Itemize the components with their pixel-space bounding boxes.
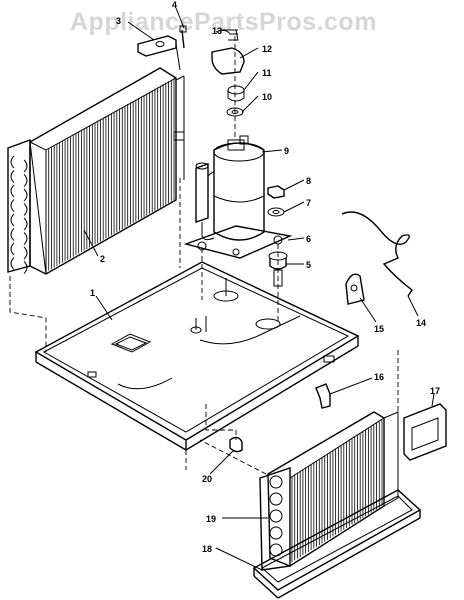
condenser-coil-drawing bbox=[7, 67, 185, 275]
condenser-tube-bend bbox=[23, 188, 28, 202]
callout-14: 14 bbox=[416, 318, 426, 328]
condenser-tube-bend bbox=[23, 203, 28, 216]
nut-washer-drawing bbox=[267, 185, 285, 217]
condenser-tube-bend bbox=[10, 170, 15, 183]
callout-5: 5 bbox=[306, 260, 311, 270]
drain-pan-drawing bbox=[252, 489, 422, 599]
terminal-cover-stack-drawing bbox=[211, 29, 245, 140]
callout-16: 16 bbox=[374, 372, 384, 382]
callout-10: 10 bbox=[262, 92, 272, 102]
callout-4: 4 bbox=[172, 0, 177, 10]
evaporator-coil-drawing bbox=[259, 411, 399, 571]
compressor-drawing bbox=[183, 135, 293, 259]
callout-2: 2 bbox=[100, 254, 105, 264]
tube-support-drawing bbox=[345, 273, 365, 305]
condenser-tube-bend bbox=[10, 199, 15, 212]
callout-3: 3 bbox=[116, 16, 121, 26]
condenser-tube-bend bbox=[10, 213, 15, 227]
condenser-tube-bend bbox=[10, 228, 15, 241]
callout-18: 18 bbox=[202, 544, 212, 554]
condenser-tube-bend bbox=[10, 257, 15, 270]
evaporator-tube-bend bbox=[269, 492, 283, 506]
condenser-tube-bend bbox=[10, 242, 15, 256]
base-pan-drawing bbox=[34, 261, 360, 451]
leader-lines bbox=[83, 7, 435, 571]
evaporator-tube-bend bbox=[269, 526, 283, 540]
clip-drawing bbox=[315, 383, 331, 409]
condenser-tube-bend bbox=[23, 232, 28, 245]
condenser-tube-bend bbox=[10, 184, 15, 198]
clamp-drawing bbox=[229, 436, 243, 453]
watermark-text: AppliancePartsPros.com bbox=[70, 8, 377, 36]
callout-19: 19 bbox=[206, 514, 216, 524]
capillary-tube-drawing bbox=[341, 211, 413, 297]
callout-13: 13 bbox=[212, 26, 222, 36]
condenser-tube-bend bbox=[23, 174, 28, 187]
callout-6: 6 bbox=[306, 234, 311, 244]
callout-7: 7 bbox=[306, 198, 311, 208]
callout-17: 17 bbox=[430, 386, 440, 396]
evaporator-tube-bend bbox=[269, 509, 283, 523]
callout-9: 9 bbox=[284, 146, 289, 156]
callout-11: 11 bbox=[262, 68, 272, 78]
evaporator-tube-bend bbox=[269, 475, 283, 489]
drain-bracket-drawing bbox=[403, 403, 447, 461]
callouts: 4 3 13 12 11 10 9 8 7 6 5 2 1 15 14 16 1… bbox=[90, 0, 440, 554]
callout-15: 15 bbox=[374, 324, 384, 334]
grommet-drawing bbox=[268, 244, 288, 322]
callout-12: 12 bbox=[262, 44, 272, 54]
condenser-tube-bend bbox=[23, 159, 28, 173]
coil-bracket-drawing bbox=[137, 25, 187, 71]
callout-20: 20 bbox=[202, 474, 212, 484]
condenser-tube-bend bbox=[23, 217, 28, 231]
callout-8: 8 bbox=[306, 176, 311, 186]
condenser-tube-bend bbox=[23, 261, 28, 274]
assembly-lines bbox=[9, 178, 399, 475]
condenser-tube-bend bbox=[10, 155, 15, 169]
callout-1: 1 bbox=[90, 288, 95, 298]
condenser-tube-bend bbox=[23, 246, 28, 260]
